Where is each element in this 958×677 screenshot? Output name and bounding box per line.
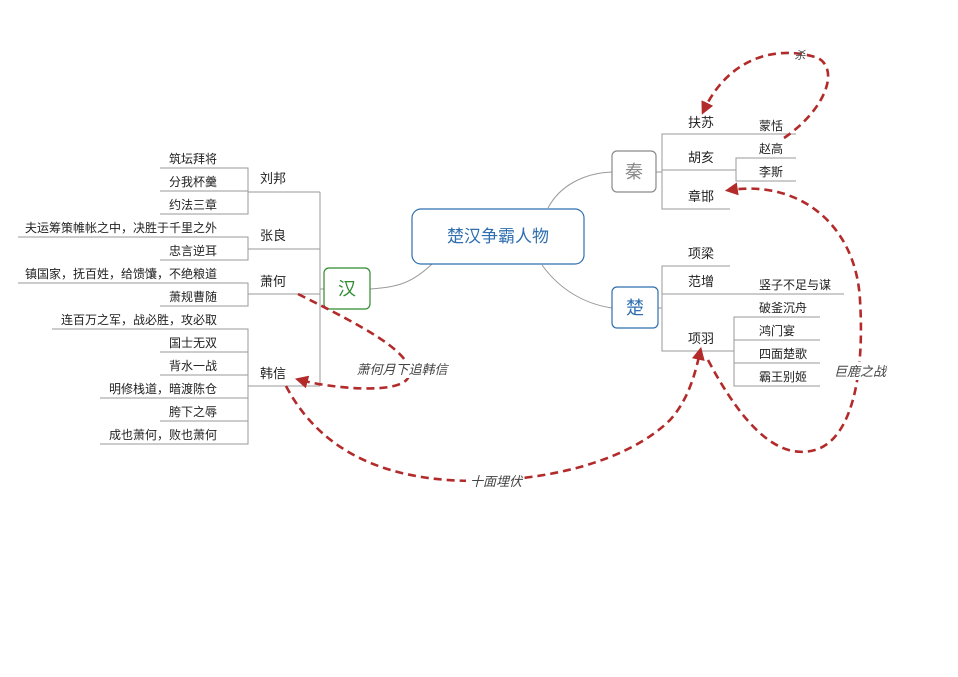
person-xiangliang[interactable]: 项梁 [688,247,714,262]
liubang-item-1[interactable]: 筑坛拜将 [169,151,217,166]
xiangyu-item-1[interactable]: 破釜沉舟 [759,300,807,315]
xiangyu-leaf-lines [730,316,820,387]
person-liubang[interactable]: 刘邦 [260,172,286,187]
xiaohe-item-1[interactable]: 镇国家，抚百姓，给馈馕，不绝粮道 [25,266,217,281]
huhai-leaf-lines [730,157,796,182]
connector-lines [18,133,844,445]
fanzeng-item-1[interactable]: 竖子不足与谋 [759,278,831,292]
central-topic[interactable]: 楚汉争霸人物 [411,208,585,265]
person-xiaohe[interactable]: 萧何 [260,274,286,290]
central-topic-label: 楚汉争霸人物 [447,227,549,247]
chu-branch: 项梁 范增 竖子不足与谋 项羽 破釜沉舟 鸿门宴 四面楚歌 霸王别姬 [688,247,831,384]
xiaohe-chase-label-bg [350,360,450,378]
group-qin[interactable]: 秦 [611,150,657,193]
group-chu[interactable]: 楚 [611,286,659,329]
hanxin-item-1[interactable]: 连百万之军，战必胜，攻必取 [61,312,217,327]
liubang-leaf-lines [160,167,249,215]
ambush-label-bg [466,472,524,490]
liubang-item-2[interactable]: 分我杯羹 [169,174,217,189]
kill-label: 杀 [795,49,807,62]
liubang-item-3[interactable]: 约法三章 [169,197,217,212]
julu-label-bg [830,362,888,380]
person-xiangyu[interactable]: 项羽 [688,332,714,347]
person-zhangliang[interactable]: 张良 [260,228,286,244]
hanxin-item-4[interactable]: 明修栈道，暗渡陈仓 [109,381,217,396]
hanxin-item-2[interactable]: 国士无双 [169,336,217,350]
group-han-label: 汉 [338,279,356,300]
group-han-box [323,267,371,310]
huhai-item-1[interactable]: 赵高 [759,141,783,156]
julu-arrow[interactable] [706,182,863,454]
group-han[interactable]: 汉 [323,267,371,310]
han-branch: 刘邦 筑坛拜将 分我杯羹 约法三章 张良 夫运筹策帷帐之中，决胜于千里之外 忠言… [25,151,286,442]
xiangyu-item-3[interactable]: 四面楚歌 [759,346,807,361]
xiangyu-item-4[interactable]: 霸王别姬 [759,370,807,384]
relationship-arrows: 杀 萧何月下追韩信 巨鹿之战 十面埋伏 [284,49,888,490]
xiaohe-item-2[interactable]: 萧规曹随 [169,289,217,304]
person-huhai[interactable]: 胡亥 [688,151,714,166]
ambush-label: 十面埋伏 [470,475,524,490]
han-branch-lines [248,191,320,387]
group-qin-box [611,150,657,193]
ambush-arrow[interactable] [284,346,705,483]
group-chu-label: 楚 [626,298,644,319]
group-qin-label: 秦 [625,162,643,183]
chu-branch-lines [656,265,844,352]
center-to-qin-line [547,171,613,209]
kill-arrow[interactable] [701,51,830,140]
xiangyu-item-2[interactable]: 鸿门宴 [759,323,795,338]
fusu-item-1[interactable]: 蒙恬 [759,119,783,133]
qin-branch: 扶苏 蒙恬 胡亥 赵高 李斯 章邯 [688,115,783,205]
julu-label: 巨鹿之战 [834,365,888,380]
center-to-chu-line [541,264,613,309]
han-trunk-line [319,192,324,386]
hanxin-leaf-lines [52,328,249,445]
person-zhanghan[interactable]: 章邯 [688,189,714,205]
central-topic-box [411,208,585,265]
zhangliang-leaf-lines [18,236,249,261]
xiaohe-chase-label: 萧何月下追韩信 [356,363,449,378]
person-fanzeng[interactable]: 范增 [688,275,714,290]
person-hanxin[interactable]: 韩信 [260,367,286,382]
hanxin-item-3[interactable]: 背水一战 [169,359,217,373]
huhai-item-2[interactable]: 李斯 [759,164,783,179]
hanxin-item-6[interactable]: 成也萧何，败也萧何 [109,427,217,442]
hanxin-item-5[interactable]: 胯下之辱 [169,405,217,419]
center-to-han-line [369,263,433,290]
qin-branch-lines [656,133,730,210]
zhangliang-item-2[interactable]: 忠言逆耳 [169,243,217,258]
person-fusu[interactable]: 扶苏 [688,115,714,131]
xiaohe-leaf-lines [18,282,249,307]
group-chu-box [611,286,659,329]
zhangliang-item-1[interactable]: 夫运筹策帷帐之中，决胜于千里之外 [25,220,217,235]
